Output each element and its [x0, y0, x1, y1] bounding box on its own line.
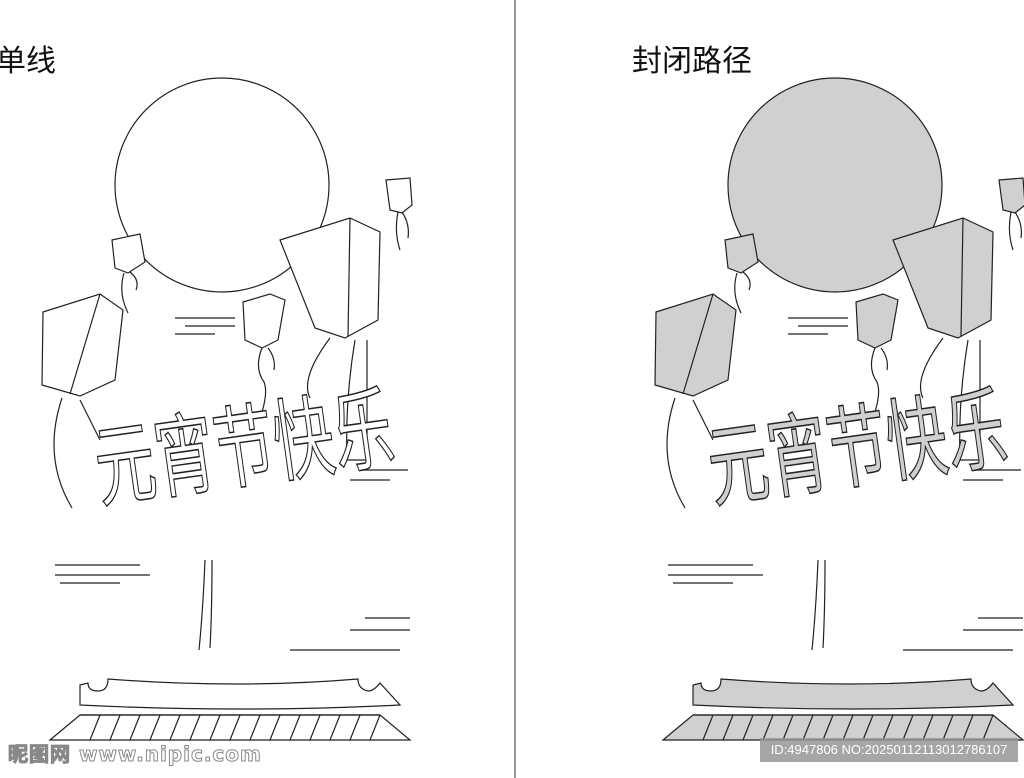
watermark-site: 昵图网 www.nipic.com — [8, 742, 262, 767]
calligraphy-right: 元宵节快乐 — [701, 375, 1014, 522]
label-single-line: 单线 — [0, 44, 56, 79]
calligraphy-text: 元宵节快乐 — [88, 376, 400, 522]
calligraphy-text: 元宵节快乐 — [701, 376, 1013, 522]
watermark-id: ID:4947806 NO:20250112113012786107 — [760, 738, 1018, 762]
calligraphy-left: 元宵节快乐 — [88, 375, 401, 522]
label-closed-path: 封闭路径 — [632, 44, 752, 79]
